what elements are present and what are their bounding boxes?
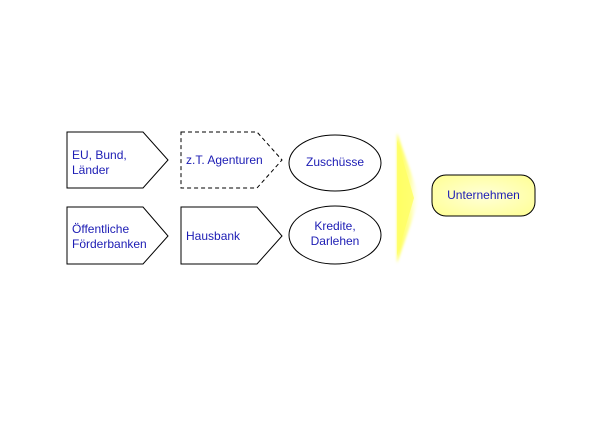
- intermediary-agencies-label: z.T. Agenturen: [186, 153, 263, 167]
- target-label: Unternehmen: [447, 188, 520, 202]
- instrument-loans-label: Kredite, Darlehen: [310, 219, 360, 248]
- source-banks-label: Öffentliche Förderbanken: [72, 222, 147, 251]
- intermediary-housebank-label: Hausbank: [186, 229, 241, 243]
- source-public-label: EU, Bund, Länder: [72, 148, 127, 177]
- instrument-grants-label: Zuschüsse: [305, 155, 365, 169]
- intermediary-housebank-shape: [180, 206, 283, 265]
- intermediary-agencies-shape: [180, 131, 283, 189]
- source-public-shape: [66, 131, 169, 189]
- instrument-loans-shape: [288, 205, 382, 265]
- instrument-grants-shape: [288, 134, 382, 192]
- target-shape: [431, 174, 536, 217]
- source-banks-shape: [66, 206, 169, 265]
- flow-arrow-core: [397, 140, 414, 256]
